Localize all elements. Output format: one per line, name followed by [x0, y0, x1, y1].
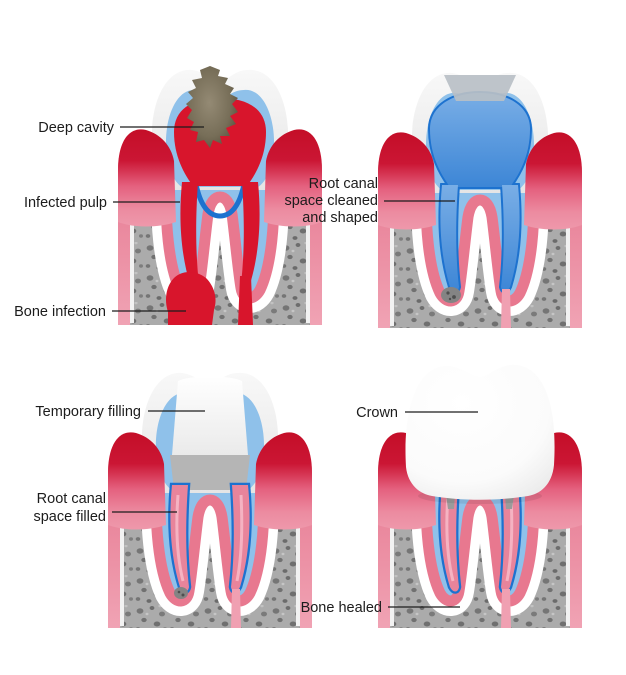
labels-layer: Deep cavity Infected pulp Bone infection… — [14, 120, 478, 616]
canal-highlight — [235, 494, 244, 582]
label-bone-infection: Bone infection — [14, 304, 186, 320]
label-deep-cavity: Deep cavity — [38, 120, 204, 136]
label-root-canal-cleaned: Root canal space cleaned and shaped — [284, 176, 455, 226]
label-text-temporary-filling: Temporary filling — [35, 404, 141, 420]
label-text-root-canal-cleaned-1: Root canal — [309, 176, 378, 192]
label-text-root-canal-cleaned-2: space cleaned — [284, 193, 378, 209]
label-temporary-filling: Temporary filling — [35, 404, 205, 420]
label-text-infected-pulp: Infected pulp — [24, 195, 107, 211]
canal-wall-outline — [193, 183, 247, 219]
healing-apex-spot — [441, 287, 461, 303]
label-text-bone-infection: Bone infection — [14, 304, 106, 320]
label-text-crown: Crown — [356, 405, 398, 421]
crown-cap-shape — [405, 364, 555, 500]
bone-infection-shape — [166, 272, 216, 325]
temporary-filling-shape — [172, 376, 248, 455]
label-infected-pulp: Infected pulp — [24, 195, 180, 211]
label-text-deep-cavity: Deep cavity — [38, 120, 115, 136]
label-text-root-canal-filled-1: Root canal — [37, 491, 106, 507]
label-text-root-canal-cleaned-3: and shaped — [302, 210, 378, 226]
label-bone-healed: Bone healed — [301, 600, 460, 616]
apex-vessel — [231, 589, 241, 628]
canal-highlight — [175, 494, 185, 582]
panel-3-canal-filled — [108, 372, 312, 628]
cleaned-canal-shape — [430, 93, 530, 292]
base-filling-shape — [170, 455, 250, 490]
panel-4-crown — [378, 364, 582, 628]
access-filling-shape — [444, 75, 516, 101]
label-crown: Crown — [356, 405, 478, 421]
label-text-bone-healed: Bone healed — [301, 600, 382, 616]
healing-apex-spot — [174, 587, 188, 599]
panel-2-canal-cleaned — [378, 72, 582, 328]
apex-vessel — [501, 589, 511, 628]
label-root-canal-filled: Root canal space filled — [33, 491, 177, 525]
canal-highlight — [445, 494, 455, 582]
apex-vessel — [501, 289, 511, 328]
label-text-root-canal-filled-2: space filled — [33, 509, 106, 525]
panel-1-infected-tooth — [118, 66, 322, 325]
